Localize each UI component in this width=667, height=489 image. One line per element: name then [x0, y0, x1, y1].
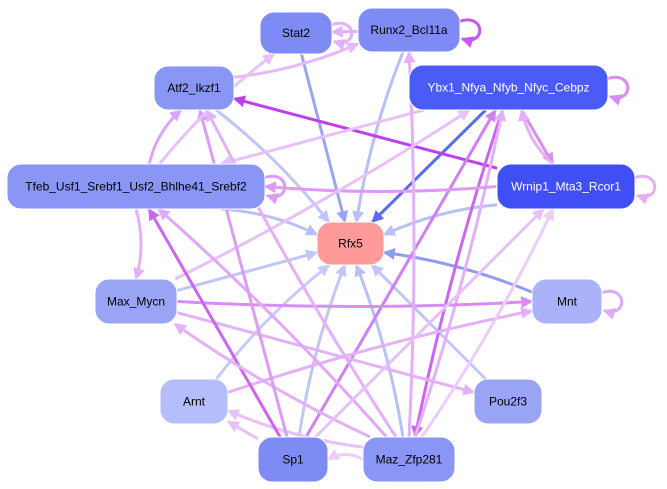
self-loop-wrnip1-mta3-rcor1 [634, 174, 657, 205]
node-label: Runx2_Bcl11a [370, 23, 447, 37]
edge-maz-zfp281-to-rfx5 [354, 263, 405, 438]
node-label: Sp1 [282, 453, 304, 467]
node-label: Maz_Zfp281 [376, 453, 443, 467]
node-label: Wrnip1_Mta3_Rcor1 [511, 180, 621, 194]
node-label: Arnt [183, 395, 206, 409]
edge-maz-zfp281-to-runx2-bcl11a [403, 50, 416, 438]
edge-maz-zfp281-to-arnt [226, 409, 364, 449]
node-box[interactable] [316, 221, 385, 266]
edge-tfeb-usf1-srebf1-usf2-bhlhe41-srebf2-to-atf2-ikzf1 [147, 108, 183, 165]
edge-ybx1-nfya-nfyb-nfyc-cebpz-to-tfeb-usf1-srebf1-usf2-bhlhe41-srebf2 [219, 108, 425, 168]
node-wrnip1-mta3-rcor1[interactable]: Wrnip1_Mta3_Rcor1 [496, 163, 636, 210]
node-tfeb-usf1-srebf1-usf2-bhlhe41-srebf2[interactable]: Tfeb_Usf1_Srebf1_Usf2_Bhlhe41_Srebf2 [6, 163, 266, 210]
edge-maz-zfp281-to-wrnip1-mta3-rcor1 [420, 207, 555, 438]
node-max-mycn[interactable]: Max_Mycn [94, 278, 178, 325]
edge-sp1-to-wrnip1-mta3-rcor1 [314, 207, 545, 439]
node-label: Stat2 [282, 26, 310, 40]
edge-sp1-to-arnt [226, 420, 259, 441]
edge-maz-zfp281-to-sp1 [326, 448, 364, 461]
node-label: Mnt [557, 295, 578, 309]
node-label: Tfeb_Usf1_Srebf1_Usf2_Bhlhe41_Srebf2 [25, 180, 247, 194]
node-box[interactable] [159, 378, 229, 425]
node-box[interactable] [6, 163, 266, 210]
node-box[interactable] [408, 64, 609, 111]
edge-tfeb-usf1-srebf1-usf2-bhlhe41-srebf2-to-max-mycn [133, 208, 145, 281]
self-loop-runx2-bcl11a [459, 18, 482, 48]
node-box[interactable] [257, 436, 329, 483]
edge-sp1-to-atf2-ikzf1 [196, 108, 289, 438]
edge-ybx1-nfya-nfyb-nfyc-cebpz-to-rfx5 [371, 108, 487, 224]
node-maz-zfp281[interactable]: Maz_Zfp281 [362, 436, 456, 483]
node-arnt[interactable]: Arnt [159, 378, 229, 425]
node-box[interactable] [362, 436, 456, 483]
node-atf2-ikzf1[interactable]: Atf2_Ikzf1 [153, 65, 235, 111]
node-box[interactable] [473, 378, 543, 425]
edge-ybx1-nfya-nfyb-nfyc-cebpz-to-wrnip1-mta3-rcor1 [520, 109, 555, 166]
edge-ybx1-nfya-nfyb-nfyc-cebpz-to-maz-zfp281 [411, 109, 504, 439]
edge-maz-zfp281-to-atf2-ikzf1 [205, 108, 398, 438]
node-box[interactable] [496, 163, 636, 210]
node-box[interactable] [94, 278, 178, 325]
edge-max-mycn-to-mnt [176, 296, 534, 309]
node-stat2[interactable]: Stat2 [259, 11, 333, 55]
node-label: Pou2f3 [489, 395, 527, 409]
node-box[interactable] [153, 65, 235, 111]
node-pou2f3[interactable]: Pou2f3 [473, 378, 543, 425]
edge-wrnip1-mta3-rcor1-to-rfx5 [382, 203, 498, 237]
edge-tfeb-usf1-srebf1-usf2-bhlhe41-srebf2-to-rfx5 [220, 207, 319, 236]
node-rfx5[interactable]: Rfx5 [316, 221, 385, 266]
node-runx2-bcl11a[interactable]: Runx2_Bcl11a [357, 7, 461, 53]
edge-arnt-to-mnt [227, 307, 534, 394]
node-box[interactable] [531, 278, 603, 325]
edge-maz-zfp281-to-tfeb-usf1-srebf1-usf2-bhlhe41-srebf2 [157, 207, 388, 438]
edge-maz-zfp281-to-ybx1-nfya-nfyb-nfyc-cebpz [413, 108, 507, 438]
edge-sp1-to-ybx1-nfya-nfyb-nfyc-cebpz [304, 108, 497, 438]
node-mnt[interactable]: Mnt [531, 278, 603, 325]
edge-arnt-to-rfx5 [215, 263, 331, 380]
node-sp1[interactable]: Sp1 [257, 436, 329, 483]
edge-atf2-ikzf1-to-rfx5 [215, 108, 331, 223]
edge-runx2-bcl11a-to-stat2 [330, 25, 359, 38]
node-box[interactable] [357, 7, 461, 53]
edge-maz-zfp281-to-max-mycn [173, 322, 371, 439]
edges-layer [133, 18, 657, 461]
self-loop-tfeb-usf1-srebf1-usf2-bhlhe41-srebf2 [264, 174, 287, 205]
edge-wrnip1-mta3-rcor1-to-atf2-ikzf1 [232, 95, 498, 170]
node-ybx1-nfya-nfyb-nfyc-cebpz[interactable]: Ybx1_Nfya_Nfyb_Nfyc_Cebpz [408, 64, 609, 111]
node-label: Rfx5 [338, 237, 363, 251]
node-box[interactable] [259, 11, 333, 55]
node-label: Atf2_Ikzf1 [167, 81, 221, 95]
node-label: Max_Mycn [107, 295, 165, 309]
self-loop-mnt [601, 289, 624, 320]
node-label: Ybx1_Nfya_Nfyb_Nfyc_Cebpz [427, 81, 589, 95]
self-loop-ybx1-nfya-nfyb-nfyc-cebpz [607, 75, 630, 106]
self-loop-stat2 [331, 21, 354, 51]
edge-wrnip1-mta3-rcor1-to-ybx1-nfya-nfyb-nfyc-cebpz [518, 108, 554, 166]
edge-wrnip1-mta3-rcor1-to-tfeb-usf1-srebf1-usf2-bhlhe41-srebf2 [263, 181, 498, 194]
edge-sp1-to-tfeb-usf1-srebf1-usf2-bhlhe41-srebf2 [147, 207, 282, 438]
